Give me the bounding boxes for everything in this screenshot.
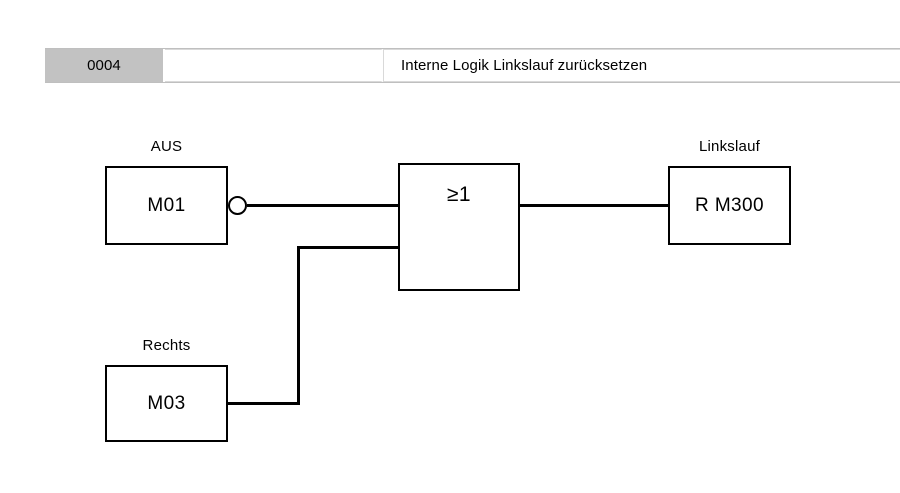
block-output-r-m300[interactable]: R M300 bbox=[668, 166, 791, 245]
network-number-cell[interactable]: 0004 bbox=[45, 49, 165, 82]
or-gate-symbol: ≥1 bbox=[446, 183, 472, 206]
block-tag-m03: Rechts bbox=[142, 337, 191, 354]
wire-m03-out-segment bbox=[228, 402, 300, 405]
block-output-label: R M300 bbox=[695, 194, 764, 216]
negation-bubble-icon bbox=[228, 196, 247, 215]
block-m03-label: M03 bbox=[147, 392, 186, 414]
block-m01-label: M01 bbox=[147, 194, 186, 216]
wire-m01-to-or bbox=[247, 204, 398, 207]
block-tag-output: Linkslauf bbox=[698, 138, 760, 155]
block-tag-m01: AUS bbox=[150, 138, 183, 155]
block-or-gate[interactable]: ≥1 bbox=[398, 163, 520, 291]
block-m01[interactable]: M01 bbox=[105, 166, 228, 245]
network-header-row: 0004 Interne Logik Linkslauf zurücksetze… bbox=[45, 48, 900, 83]
wire-m03-to-or bbox=[297, 246, 398, 249]
block-m03[interactable]: M03 bbox=[105, 365, 228, 442]
network-blank-cell[interactable] bbox=[165, 49, 383, 82]
wire-or-to-output bbox=[520, 204, 668, 207]
network-title-cell[interactable]: Interne Logik Linkslauf zurücksetzen bbox=[383, 49, 900, 82]
wire-m03-riser bbox=[297, 246, 300, 405]
